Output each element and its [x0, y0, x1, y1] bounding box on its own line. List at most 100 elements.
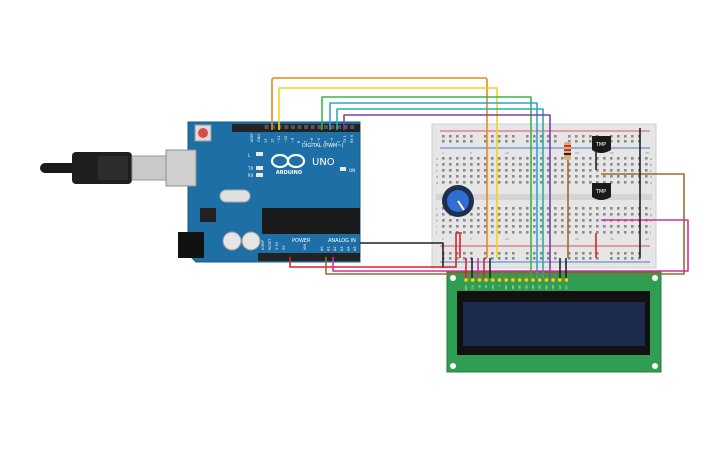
breadboard-hole[interactable] — [582, 225, 585, 228]
breadboard-rail-hole[interactable] — [582, 252, 585, 255]
breadboard-hole[interactable] — [519, 163, 522, 166]
breadboard-hole[interactable] — [512, 213, 515, 216]
breadboard-hole[interactable] — [596, 169, 599, 172]
breadboard-hole[interactable] — [631, 207, 634, 210]
breadboard-hole[interactable] — [484, 219, 487, 222]
digital-pin[interactable] — [343, 125, 348, 129]
breadboard-hole[interactable] — [554, 181, 557, 184]
breadboard-hole[interactable] — [442, 163, 445, 166]
breadboard-hole[interactable] — [533, 207, 536, 210]
breadboard-hole[interactable] — [568, 163, 571, 166]
breadboard-rail-hole[interactable] — [582, 140, 585, 143]
breadboard-hole[interactable] — [645, 163, 648, 166]
breadboard-hole[interactable] — [449, 231, 452, 234]
breadboard-hole[interactable] — [456, 163, 459, 166]
breadboard-rail-hole[interactable] — [610, 257, 613, 260]
breadboard-hole[interactable] — [505, 219, 508, 222]
breadboard-rail-hole[interactable] — [540, 135, 543, 138]
breadboard-hole[interactable] — [519, 207, 522, 210]
breadboard-rail-hole[interactable] — [491, 252, 494, 255]
breadboard-hole[interactable] — [554, 207, 557, 210]
breadboard-hole[interactable] — [575, 213, 578, 216]
potentiometer[interactable] — [442, 185, 474, 217]
breadboard-hole[interactable] — [554, 157, 557, 160]
breadboard-rail-hole[interactable] — [484, 135, 487, 138]
breadboard-hole[interactable] — [477, 207, 480, 210]
breadboard-rail-hole[interactable] — [568, 257, 571, 260]
breadboard-rail-hole[interactable] — [498, 257, 501, 260]
breadboard-hole[interactable] — [554, 219, 557, 222]
breadboard-rail-hole[interactable] — [547, 257, 550, 260]
breadboard-hole[interactable] — [645, 181, 648, 184]
breadboard-hole[interactable] — [582, 213, 585, 216]
breadboard-hole[interactable] — [477, 157, 480, 160]
breadboard-rail-hole[interactable] — [526, 135, 529, 138]
digital-pin[interactable] — [323, 125, 328, 129]
breadboard-rail-hole[interactable] — [505, 252, 508, 255]
breadboard-hole[interactable] — [512, 231, 515, 234]
breadboard-rail-hole[interactable] — [610, 140, 613, 143]
breadboard-hole[interactable] — [631, 175, 634, 178]
breadboard-hole[interactable] — [575, 219, 578, 222]
lcd-pin[interactable] — [503, 277, 509, 283]
breadboard-hole[interactable] — [470, 169, 473, 172]
breadboard-hole[interactable] — [519, 157, 522, 160]
breadboard-hole[interactable] — [519, 231, 522, 234]
breadboard-hole[interactable] — [610, 169, 613, 172]
breadboard-hole[interactable] — [463, 157, 466, 160]
breadboard-hole[interactable] — [554, 175, 557, 178]
digital-pin[interactable] — [284, 125, 289, 129]
breadboard-hole[interactable] — [624, 163, 627, 166]
lcd-pin[interactable] — [544, 277, 549, 283]
breadboard-rail-hole[interactable] — [449, 135, 452, 138]
breadboard-hole[interactable] — [519, 219, 522, 222]
breadboard-hole[interactable] — [505, 157, 508, 160]
breadboard-hole[interactable] — [568, 219, 571, 222]
breadboard-rail-hole[interactable] — [582, 257, 585, 260]
breadboard-hole[interactable] — [568, 169, 571, 172]
breadboard-hole[interactable] — [575, 181, 578, 184]
breadboard-rail-hole[interactable] — [631, 257, 634, 260]
breadboard-hole[interactable] — [449, 163, 452, 166]
breadboard-hole[interactable] — [589, 157, 592, 160]
digital-pin[interactable] — [310, 125, 315, 129]
breadboard-hole[interactable] — [561, 163, 564, 166]
breadboard-hole[interactable] — [470, 219, 473, 222]
lcd-pin[interactable] — [490, 277, 496, 283]
breadboard-hole[interactable] — [505, 163, 508, 166]
breadboard-hole[interactable] — [547, 175, 550, 178]
breadboard-hole[interactable] — [442, 231, 445, 234]
breadboard-hole[interactable] — [526, 213, 529, 216]
breadboard-hole[interactable] — [603, 207, 606, 210]
breadboard-hole[interactable] — [526, 169, 529, 172]
breadboard-hole[interactable] — [617, 231, 620, 234]
breadboard-hole[interactable] — [547, 231, 550, 234]
breadboard-hole[interactable] — [575, 163, 578, 166]
breadboard-hole[interactable] — [610, 213, 613, 216]
breadboard-hole[interactable] — [484, 225, 487, 228]
breadboard-hole[interactable] — [589, 169, 592, 172]
breadboard-hole[interactable] — [533, 163, 536, 166]
breadboard-hole[interactable] — [554, 231, 557, 234]
breadboard-rail-hole[interactable] — [533, 252, 536, 255]
breadboard-rail-hole[interactable] — [624, 135, 627, 138]
breadboard-hole[interactable] — [526, 231, 529, 234]
lcd-pin[interactable] — [497, 277, 502, 283]
breadboard-rail-hole[interactable] — [547, 252, 550, 255]
breadboard-hole[interactable] — [624, 207, 627, 210]
breadboard-hole[interactable] — [624, 175, 627, 178]
breadboard-rail-hole[interactable] — [463, 140, 466, 143]
breadboard-hole[interactable] — [491, 219, 494, 222]
breadboard-hole[interactable] — [491, 213, 494, 216]
breadboard-hole[interactable] — [589, 231, 592, 234]
breadboard-hole[interactable] — [624, 231, 627, 234]
breadboard-hole[interactable] — [547, 225, 550, 228]
breadboard-hole[interactable] — [645, 231, 648, 234]
breadboard-rail-hole[interactable] — [442, 135, 445, 138]
breadboard-hole[interactable] — [498, 157, 501, 160]
breadboard-hole[interactable] — [589, 225, 592, 228]
breadboard-rail-hole[interactable] — [491, 135, 494, 138]
breadboard-rail-hole[interactable] — [624, 252, 627, 255]
breadboard-rail-hole[interactable] — [533, 257, 536, 260]
breadboard-hole[interactable] — [498, 213, 501, 216]
